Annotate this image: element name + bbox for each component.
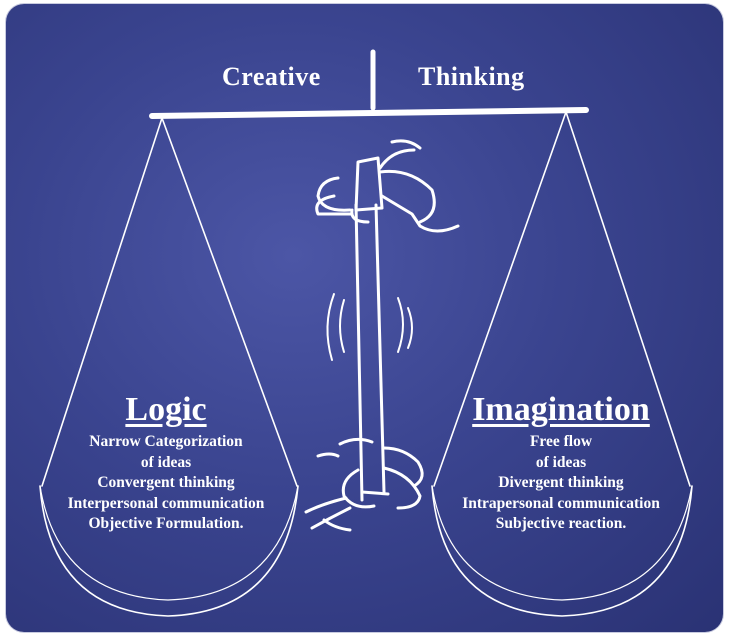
scale-beam xyxy=(149,107,589,119)
imagination-pan-text: Imagination Free flow of ideas Divergent… xyxy=(428,390,694,535)
imagination-line: Subjective reaction. xyxy=(495,515,627,532)
imagination-line: Divergent thinking xyxy=(498,474,624,491)
motion-lines xyxy=(326,293,413,361)
left-string-inner xyxy=(161,117,298,487)
board-background xyxy=(6,4,723,632)
right-string-outer xyxy=(433,111,567,487)
imagination-line: Intrapersonal communication xyxy=(462,494,660,512)
imagination-line: of ideas xyxy=(535,453,587,471)
right-string-inner xyxy=(565,111,691,487)
hand-bottom-icon xyxy=(304,437,424,532)
imagination-line: Free flow xyxy=(529,433,593,450)
left-string-outer xyxy=(41,117,163,487)
title-left-word: Creative xyxy=(222,62,321,91)
right-pan-bowl xyxy=(431,485,693,617)
imagination-heading: Imagination xyxy=(472,391,650,428)
logic-heading: Logic xyxy=(125,391,207,428)
left-pan-bowl-inner xyxy=(39,485,299,601)
logic-line: of ideas xyxy=(140,453,192,471)
logic-line: Interpersonal communication xyxy=(67,494,265,512)
title-right-word: Thinking xyxy=(418,62,525,91)
logic-line: Narrow Categorization xyxy=(89,433,243,450)
right-pan-bowl-inner xyxy=(431,485,693,601)
hand-top-icon xyxy=(315,139,460,233)
logic-line: Objective Formulation. xyxy=(88,515,244,532)
logic-pan-text: Logic Narrow Categorization of ideas Con… xyxy=(32,390,300,535)
logic-line: Convergent thinking xyxy=(97,474,235,491)
left-pan-bowl xyxy=(39,485,299,617)
center-pole xyxy=(354,203,386,502)
